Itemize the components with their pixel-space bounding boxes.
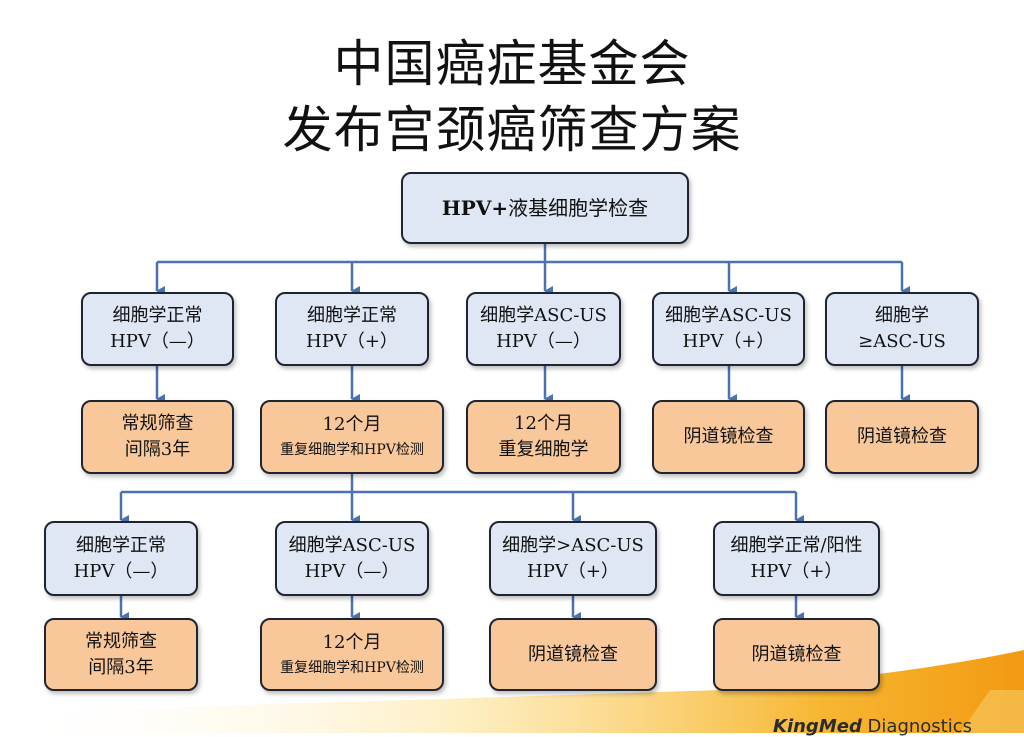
result-box-2: 细胞学正常 HPV（+） [275,292,429,366]
page-title-line-2: 发布宫颈癌筛查方案 [282,101,742,159]
kingmed-logo: KingMed Diagnostics [773,716,972,737]
followup-action-box-4: 阴道镜检查 [713,618,880,691]
action-line-1: 12个月 [322,631,382,653]
root-box-hpv-lbc: HPV+液基细胞学检查 [401,172,689,244]
action-line-1: 12个月 [514,413,573,434]
logo-brand: KingMed [773,716,862,737]
result-box-1: 细胞学正常 HPV（—） [81,292,234,366]
followup-result-box-4: 细胞学正常/阳性 HPV（+） [713,521,880,596]
action-line-2: 重复细胞学 [498,439,589,460]
action-line-1: 常规筛查 [121,413,194,434]
action-box-4: 阴道镜检查 [652,400,805,474]
result-line-2: HPV（—） [110,331,205,352]
result-line-1: 细胞学正常 [307,305,397,326]
action-box-2: 12个月 重复细胞学和HPV检测 [260,400,444,474]
result-line-1: 细胞学>ASC-US [502,534,644,556]
result-line-2: HPV（+） [682,331,775,352]
followup-result-box-2: 细胞学ASC-US HPV（—） [275,521,429,596]
result-line-1: 细胞学正常/阳性 [730,534,863,556]
result-line-2: HPV（—） [304,560,400,582]
action-line-1: 阴道镜检查 [751,643,842,665]
action-box-5: 阴道镜检查 [825,400,979,474]
action-line-2: 重复细胞学和HPV检测 [280,442,424,458]
result-line-1: 细胞学ASC-US [480,305,607,326]
result-line-1: 细胞学ASC-US [665,305,792,326]
followup-action-box-1: 常规筛查 间隔3年 [44,618,198,691]
root-label-rest: 液基细胞学检查 [508,196,649,220]
followup-result-box-3: 细胞学>ASC-US HPV（+） [489,521,657,596]
result-line-2: HPV（+） [306,331,398,352]
followup-action-box-2: 12个月 重复细胞学和HPV检测 [260,618,444,691]
result-line-2: HPV（—） [73,560,169,582]
result-box-3: 细胞学ASC-US HPV（—） [466,292,621,366]
action-line-2: 间隔3年 [124,439,191,460]
result-line-2: HPV（—） [496,331,591,352]
action-line-1: 常规筛查 [85,630,157,652]
result-line-2: ≥ASC-US [858,331,946,352]
result-box-5: 细胞学 ≥ASC-US [825,292,979,366]
action-box-3: 12个月 重复细胞学 [466,400,621,474]
followup-result-box-1: 细胞学正常 HPV（—） [44,521,198,596]
followup-action-box-3: 阴道镜检查 [489,618,657,691]
action-line-1: 阴道镜检查 [857,426,947,447]
action-line-1: 12个月 [322,414,382,435]
result-line-2: HPV（+） [750,560,843,582]
page-title-line-1: 中国癌症基金会 [333,35,691,93]
action-line-2: 间隔3年 [88,656,154,678]
result-box-4: 细胞学ASC-US HPV（+） [652,292,805,366]
result-line-1: 细胞学正常 [76,534,166,556]
result-line-2: HPV（+） [527,560,619,582]
result-line-1: 细胞学 [875,305,929,326]
root-label-bold: HPV+ [441,196,509,220]
action-line-1: 阴道镜检查 [683,426,774,447]
logo-suffix: Diagnostics [861,716,972,737]
action-line-2: 重复细胞学和HPV检测 [280,659,424,676]
action-line-1: 阴道镜检查 [528,643,618,665]
result-line-1: 细胞学ASC-US [288,534,416,556]
action-box-1: 常规筛查 间隔3年 [81,400,234,474]
result-line-1: 细胞学正常 [112,305,203,326]
